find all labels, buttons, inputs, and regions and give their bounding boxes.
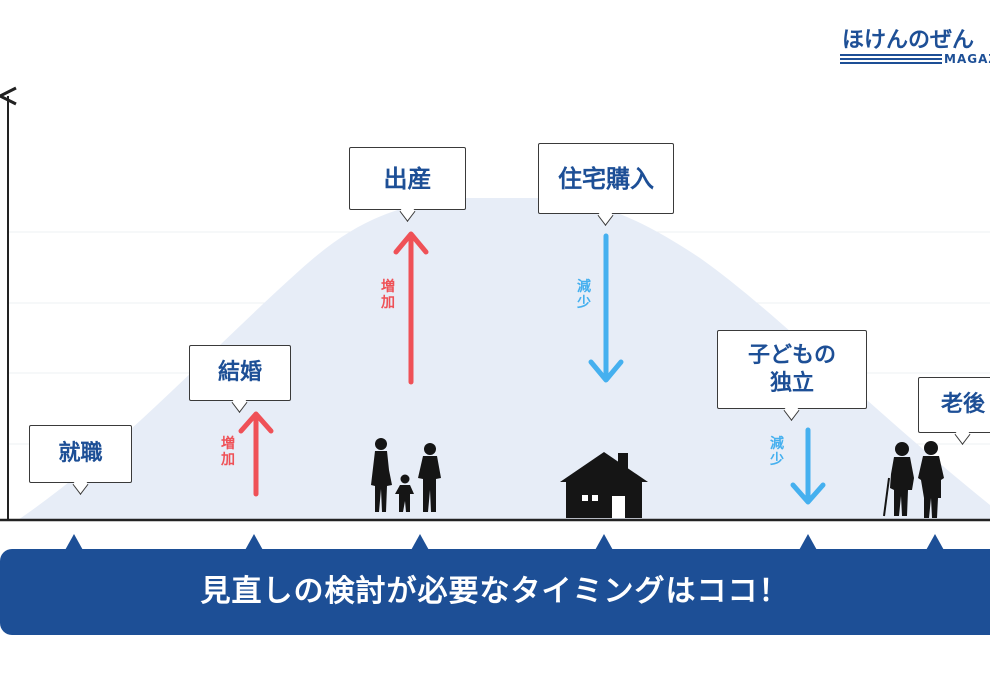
life-event-label: 結婚 (217, 360, 262, 386)
increase-label: 増加 (221, 436, 235, 469)
family-silhouette-icon (371, 438, 441, 512)
increase-label: 増加 (381, 279, 395, 312)
life-event-label-line1: 子どもの (747, 343, 836, 368)
increase-arrow (393, 231, 429, 385)
decrease-arrow (790, 427, 826, 505)
callout-kodomo-dokuritsu: 子どもの 独立 (717, 330, 867, 409)
banner-pointers (64, 534, 945, 552)
decrease-label: 減少 (577, 279, 591, 312)
decrease-label: 減少 (770, 436, 784, 469)
decrease-arrow (588, 233, 624, 383)
callout-rougo: 老後 (918, 377, 990, 433)
site-logo: ほけんのぜん MAGAZ (838, 20, 990, 70)
timing-banner: 見直しの検討が必要なタイミングはココ！ (0, 549, 990, 635)
logo-name: ほけんのぜん (842, 28, 975, 53)
increase-arrow (238, 411, 274, 497)
life-event-label: 出産 (383, 164, 432, 193)
elderly-couple-silhouette-icon (883, 441, 944, 518)
banner-text: 見直しの検討が必要なタイミングはココ！ (200, 574, 790, 609)
logo-stripes (840, 54, 942, 64)
callout-shussan: 出産 (349, 147, 466, 210)
life-event-label: 住宅購入 (558, 164, 654, 193)
life-event-label: 就職 (58, 441, 103, 467)
callout-jutaku-konyu: 住宅購入 (538, 143, 674, 214)
callout-kekkon: 結婚 (189, 345, 291, 401)
life-event-label: 老後 (941, 392, 986, 418)
callout-shushoku: 就職 (29, 425, 132, 483)
house-icon (560, 452, 648, 518)
logo-subtitle: MAGAZ (944, 52, 990, 66)
life-event-label-line2: 独立 (769, 370, 814, 396)
expense-curve-area (18, 198, 990, 520)
